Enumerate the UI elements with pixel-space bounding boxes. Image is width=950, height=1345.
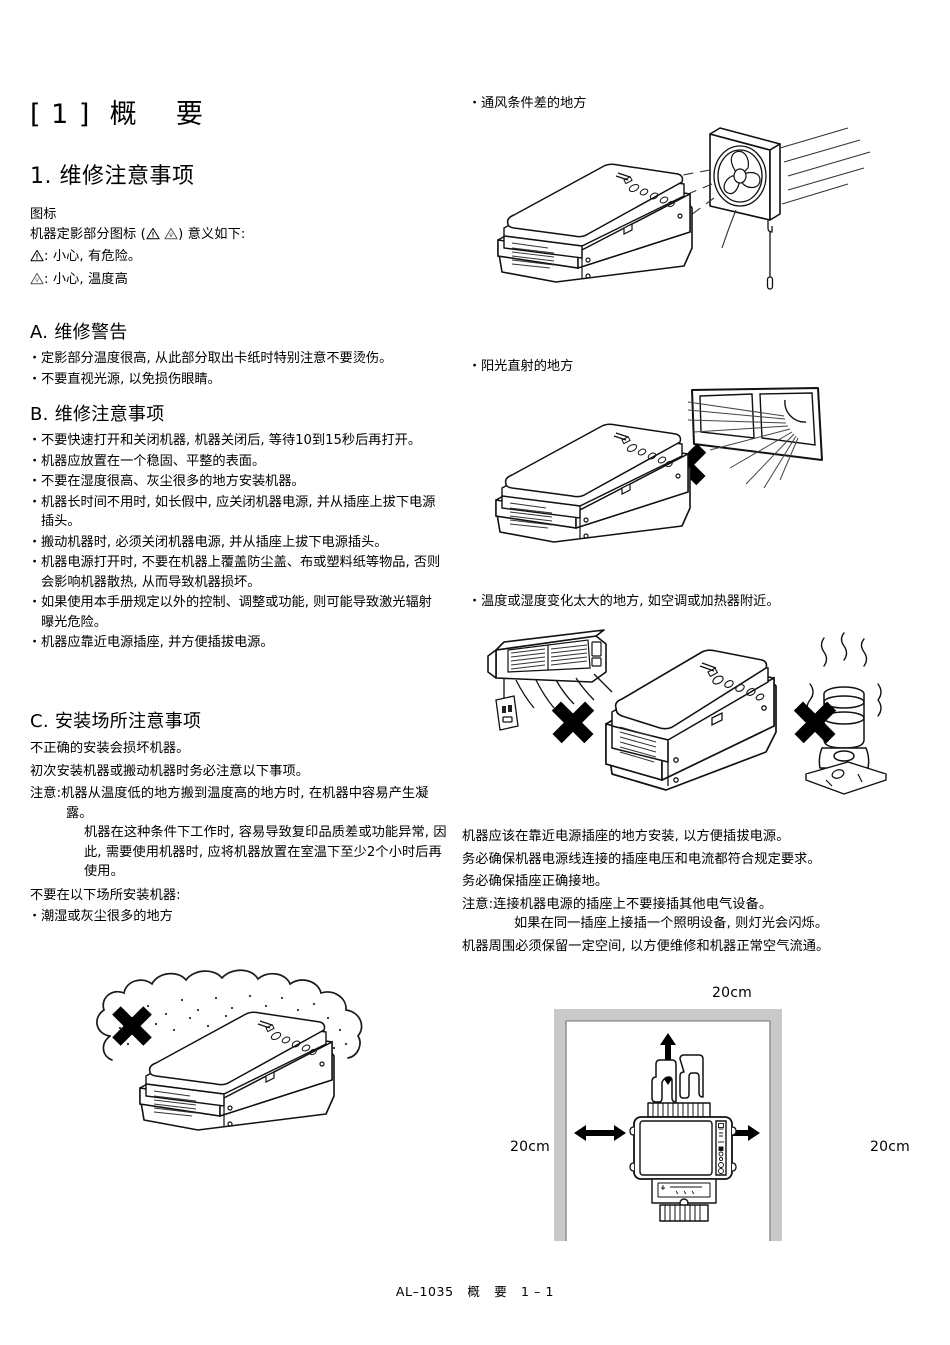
list-item: 定影部分温度很高, 从此部分取出卡纸时特别注意不要烫伤。 [28,349,455,369]
icons-legend-item-1: : 小心, 温度高 [30,270,450,290]
icons-legend-intro-suffix: ) 意义如下: [178,226,246,242]
section-b-list: 不要快速打开和关闭机器, 机器关闭后, 等待10到15秒后再打开。 机器应放置在… [28,431,442,653]
air-conditioner-heater-figure [466,622,931,822]
outlet-note-line-1: 注意:连接机器电源的插座上不要接插其他电气设备。 [462,895,932,915]
section-b-title: B. 维修注意事项 [30,404,165,425]
power-note-2: 务必确保插座正确接地。 [462,874,609,889]
right-column: 通风条件差的地方 [462,0,928,1345]
power-note-0: 机器应该在靠近电源插座的地方安装, 以方便插拔电源。 [462,829,790,844]
left-column: [ 1 ] 概 要 1. 维修注意事项 图标 机器定影部分图标 ( ) 意义如下… [28,0,450,1345]
warning-triangle-icon [146,227,160,240]
chapter-title: [ 1 ] 概 要 [30,99,204,130]
bad-place-sunlight: 阳光直射的地方 [468,357,910,378]
icons-legend-item-0-text: : 小心, 有危险。 [44,249,142,264]
machine-clearance-figure: 20cm 20cm 20cm [510,985,932,1245]
power-notes-block: 机器应该在靠近电源插座的地方安装, 以方便插拔电源。 务必确保机器电源线连接的插… [462,827,932,956]
power-note-1: 务必确保机器电源线连接的插座电压和电流都符合规定要求。 [462,851,821,867]
section-c-line-2: 初次安装机器或搬动机器时务必注意以下事项。 [30,763,310,779]
section-c-note-1: 注意:机器从温度低的地方搬到温度高的地方时, 在机器中容易产生凝露。 [30,784,448,823]
section-c-note-label: 注意: [30,786,62,801]
section-c-line-1: 不正确的安装会损坏机器。 [30,741,190,756]
icons-legend-intro: 机器定影部分图标 ( ) 意义如下: [30,225,450,245]
dust-cloud-figure [70,948,460,1148]
icons-legend-item-1-text: : 小心, 温度高 [44,271,128,287]
list-item: 潮湿或灰尘很多的地方 [28,907,448,927]
list-item: 阳光直射的地方 [468,357,910,377]
section-title: 1. 维修注意事项 [30,164,195,189]
hot-surface-triangle-icon [30,272,44,285]
dim-label-right: 20cm [870,1139,910,1155]
section-a-list: 定影部分温度很高, 从此部分取出卡纸时特别注意不要烫伤。 不要直视光源, 以免损… [28,349,455,390]
section-c-note-2: 机器在这种条件下工作时, 容易导致复印品质差或功能异常, 因此, 需要使用机器时… [84,825,447,879]
outlet-note-label: 注意: [462,896,494,912]
ventilation-fan-figure [488,122,928,337]
section-a-title: A. 维修警告 [30,322,128,343]
section-c-bad-places: 潮湿或灰尘很多的地方 [28,907,448,927]
section-c-title: C. 安装场所注意事项 [30,711,202,732]
section-c-note-para-1: 机器从温度低的地方搬到温度高的地方时, 在机器中容易产生凝露。 [61,786,429,821]
page-footer: AL–1035 概 要 1 – 1 [395,1284,555,1299]
list-item: 温度或湿度变化太大的地方, 如空调或加热器附近。 [468,592,920,612]
list-item: 不要快速打开和关闭机器, 机器关闭后, 等待10到15秒后再打开。 [28,431,442,451]
outlet-note-line-2: 如果在同一插座上接插一个照明设备, 则灯光会闪烁。 [514,916,829,931]
list-item: 如果使用本手册规定以外的控制、调整或功能, 则可能导致激光辐射曝光危险。 [28,593,442,632]
section-c-block: C. 安装场所注意事项 不正确的安装会损坏机器。 初次安装机器或搬动机器时务必注… [28,707,448,928]
icons-legend-block: 图标 机器定影部分图标 ( ) 意义如下: : 小心, 有危险。 : 小心, 温… [30,205,450,289]
list-item: 不要在湿度很高、灰尘很多的地方安装机器。 [28,472,442,492]
list-item: 通风条件差的地方 [468,94,910,114]
dim-label-top: 20cm [712,985,752,1001]
clearance-intro: 机器周围必须保留一定空间, 以方便维修和机器正常空气流通。 [462,938,830,954]
section-c-line-3: 不要在以下场所安装机器: [30,887,181,903]
icons-legend-heading: 图标 [30,207,57,222]
list-item: 机器电源打开时, 不要在机器上覆盖防尘盖、布或塑料纸等物品, 否则会影响机器散热… [28,553,442,592]
outlet-note-text-1: 连接机器电源的插座上不要接插其他电气设备。 [493,896,773,912]
direct-sunlight-figure [488,387,928,583]
section-a-block: A. 维修警告 定影部分温度很高, 从此部分取出卡纸时特别注意不要烫伤。 不要直… [28,318,455,390]
hot-surface-triangle-icon [164,227,178,240]
icons-legend-item-0: : 小心, 有危险。 [30,247,450,267]
warning-triangle-icon [30,249,44,262]
list-item: 搬动机器时, 必须关闭机器电源, 并从插座上拔下电源插头。 [28,533,442,553]
bad-place-temperature: 温度或湿度变化太大的地方, 如空调或加热器附近。 [468,592,920,613]
list-item: 机器长时间不用时, 如长假中, 应关闭机器电源, 并从插座上拔下电源插头。 [28,493,442,532]
section-b-block: B. 维修注意事项 不要快速打开和关闭机器, 机器关闭后, 等待10到15秒后再… [28,400,442,654]
dim-label-left: 20cm [510,1139,550,1155]
list-item: 机器应靠近电源插座, 并方便插拔电源。 [28,633,442,653]
list-item: 不要直视光源, 以免损伤眼睛。 [28,370,455,390]
bad-place-ventilation: 通风条件差的地方 [468,94,910,115]
icons-legend-intro-prefix: 机器定影部分图标 ( [30,226,146,242]
list-item: 机器应放置在一个稳固、平整的表面。 [28,452,442,472]
